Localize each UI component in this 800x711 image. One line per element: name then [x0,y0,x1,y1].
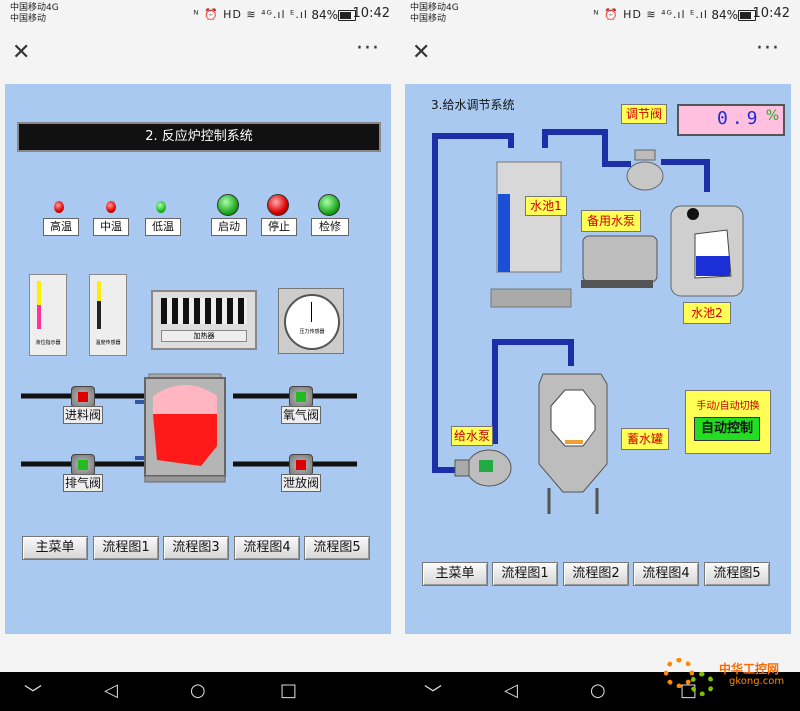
feed-pump-label: 给水泵 [451,426,493,446]
status-icons: ᴺ ⏰ HD ≋ ⁴ᴳ.ıl ᴱ.ıl [593,8,708,21]
low-temp-label: 低温 [145,218,181,236]
readout-unit: % [765,108,779,124]
nav-flow2-button[interactable]: 流程图2 [563,562,629,586]
android-nav-bar: ﹀ ◁ ○ □ [400,672,800,711]
home-icon[interactable]: ○ [590,680,606,701]
mid-temp-lamp [106,201,116,213]
battery-percent: 84% [711,8,738,22]
inlet-valve-label: 进料阀 [63,406,103,424]
water-piping [432,129,744,514]
nav-flow4-button[interactable]: 流程图4 [633,562,699,586]
drain-valve-label: 泄放阀 [281,474,321,492]
stop-label: 停止 [261,218,297,236]
recent-apps-icon[interactable]: □ [280,680,298,701]
maintenance-button[interactable] [318,194,340,216]
watermark-title: 中华工控网 [719,662,780,676]
nav-flow5-button[interactable]: 流程图5 [304,536,370,560]
drain-valve-icon[interactable] [289,454,313,476]
battery-icon [738,10,756,21]
inlet-valve-icon[interactable] [71,386,95,408]
carrier-line2: 中国移动 [10,14,47,24]
nav-main-menu-button[interactable]: 主菜单 [22,536,88,560]
readout-value: 0.9 [717,108,762,129]
phone-screen-right: 中国移动4G 中国移动 ᴺ ⏰ HD ≋ ⁴ᴳ.ıl ᴱ.ıl 84% 10:4… [400,0,800,711]
temperature-gauge: 温度传感器 [89,274,127,356]
carrier-line2: 中国移动 [410,14,447,24]
pool2-label: 水池2 [683,302,731,324]
clock: 10:42 [352,6,390,21]
start-button[interactable] [217,194,239,216]
temperature-gauge-label: 温度传感器 [95,340,121,346]
nav-flow1-button[interactable]: 流程图1 [492,562,558,586]
high-temp-lamp [54,201,64,213]
nav-flow1-button[interactable]: 流程图1 [93,536,159,560]
home-icon[interactable]: ○ [190,680,206,701]
pressure-sensor-label: 压力传感器 [299,329,325,335]
pressure-sensor: 压力传感器 [278,288,344,354]
scada-panel-water: 3.给水调节系统 [405,84,791,634]
level-gauge: 液位指示器 [29,274,67,356]
android-nav-bar: ﹀ ◁ ○ □ [0,672,400,711]
heater-label: 加热器 [161,330,247,342]
back-icon[interactable]: ◁ [104,680,118,701]
close-icon[interactable]: ✕ [412,40,431,65]
readout-display: 0.9 % [677,104,785,136]
more-icon[interactable]: ··· [756,36,780,61]
stop-button[interactable] [267,194,289,216]
status-bar: 中国移动4G 中国移动 ᴺ ⏰ HD ≋ ⁴ᴳ.ıl ᴱ.ıl 84% 10:4… [400,0,800,32]
start-label: 启动 [211,218,247,236]
page-title-text: 2. 反应炉控制系统 [145,129,253,144]
carrier-line1: 中国移动4G [410,3,459,13]
storage-tank-label: 蓄水罐 [621,428,669,450]
browser-topbar: ✕ ··· [0,36,400,72]
carrier-line1: 中国移动4G [10,3,59,13]
pressure-dial: 压力传感器 [284,294,340,350]
low-temp-lamp [156,201,166,213]
high-temp-label: 高温 [43,218,79,236]
spare-pump-label: 备用水泵 [581,210,641,232]
oxygen-valve-icon[interactable] [289,386,313,408]
back-icon[interactable]: ◁ [504,680,518,701]
pool1-label: 水池1 [525,196,567,216]
clock: 10:42 [752,6,790,21]
auto-control-button[interactable]: 自动控制 [694,417,760,441]
page-title: 2. 反应炉控制系统 [17,122,381,152]
menu-icon[interactable]: ﹀ [24,684,42,705]
nav-main-menu-button[interactable]: 主菜单 [422,562,488,586]
watermark-url: gkong.com [729,676,785,687]
battery-icon [338,10,356,21]
level-gauge-label: 液位指示器 [35,340,61,346]
nav-flow5-button[interactable]: 流程图5 [704,562,770,586]
status-bar: 中国移动4G 中国移动 ᴺ ⏰ HD ≋ ⁴ᴳ.ıl ᴱ.ıl 84% 10:4… [0,0,400,32]
exhaust-valve-label: 排气阀 [63,474,103,492]
heater: 加热器 [151,290,257,350]
mid-temp-label: 中温 [93,218,129,236]
scada-panel-reactor: 2. 反应炉控制系统 高温 中温 低温 启动 停止 检修 液位指示器 温度传感器 [5,84,391,634]
nav-flow3-button[interactable]: 流程图3 [163,536,229,560]
nav-flow4-button[interactable]: 流程图4 [234,536,300,560]
maintenance-label: 检修 [311,218,349,236]
page-title: 3.给水调节系统 [431,98,515,112]
browser-topbar: ✕ ··· [400,36,800,72]
watermark-gear-icon [664,658,694,688]
regulating-valve-label: 调节阀 [621,104,667,124]
battery-percent: 84% [311,8,338,22]
mode-switch-title: 手动/自动切换 [696,401,760,412]
status-icons: ᴺ ⏰ HD ≋ ⁴ᴳ.ıl ᴱ.ıl [193,8,308,21]
watermark-gear-icon-small [690,672,714,696]
more-icon[interactable]: ··· [356,36,380,61]
menu-icon[interactable]: ﹀ [424,684,442,705]
mode-switch-panel: 手动/自动切换 自动控制 [685,390,771,454]
close-icon[interactable]: ✕ [12,40,31,65]
oxygen-valve-label: 氧气阀 [281,406,321,424]
exhaust-valve-icon[interactable] [71,454,95,476]
phone-screen-left: 中国移动4G 中国移动 ᴺ ⏰ HD ≋ ⁴ᴳ.ıl ᴱ.ıl 84% 10:4… [0,0,400,711]
